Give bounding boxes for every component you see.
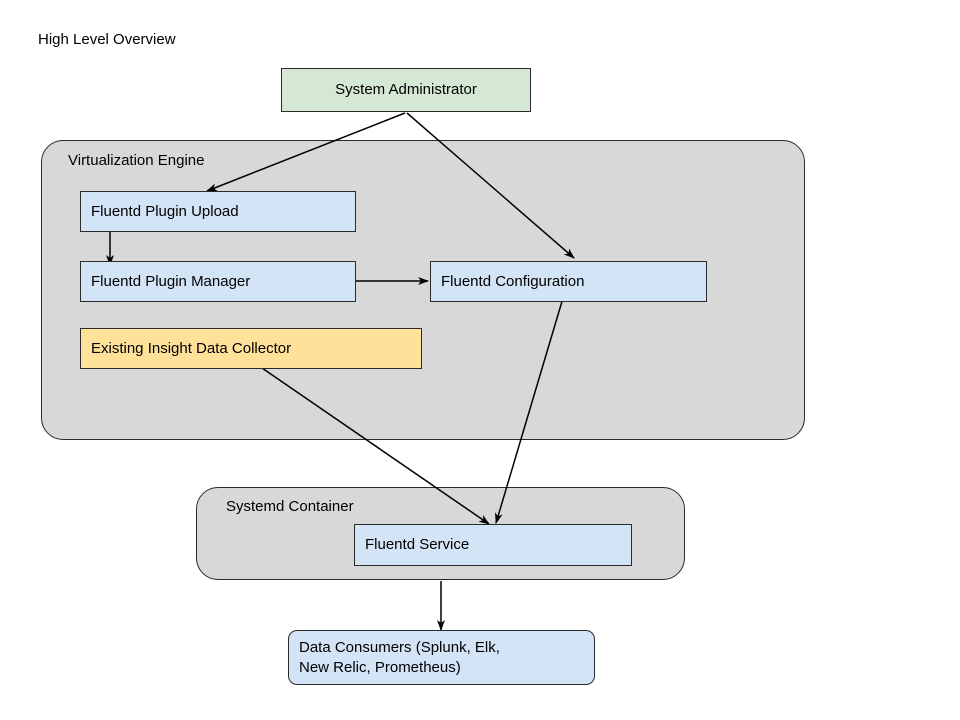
group-label-systemd-container: Systemd Container	[226, 498, 354, 515]
node-label-fluentd-plugin-manager: Fluentd Plugin Manager	[91, 272, 251, 290]
node-system-administrator[interactable]: System Administrator	[281, 68, 531, 112]
node-label-existing-insight-data-collector: Existing Insight Data Collector	[91, 339, 292, 357]
group-label-virtualization-engine: Virtualization Engine	[68, 152, 205, 169]
node-data-consumers[interactable]: Data Consumers (Splunk, Elk, New Relic, …	[288, 630, 595, 685]
node-fluentd-configuration[interactable]: Fluentd Configuration	[430, 261, 707, 302]
node-label-fluentd-configuration: Fluentd Configuration	[441, 272, 585, 290]
node-label-data-consumers: Data Consumers (Splunk, Elk, New Relic, …	[299, 638, 500, 676]
node-fluentd-plugin-upload[interactable]: Fluentd Plugin Upload	[80, 191, 356, 232]
node-fluentd-service[interactable]: Fluentd Service	[354, 524, 632, 566]
node-fluentd-plugin-manager[interactable]: Fluentd Plugin Manager	[80, 261, 356, 302]
node-existing-insight-data-collector[interactable]: Existing Insight Data Collector	[80, 328, 422, 369]
node-label-system-administrator: System Administrator	[335, 81, 477, 99]
node-label-fluentd-service: Fluentd Service	[365, 536, 470, 554]
node-label-fluentd-plugin-upload: Fluentd Plugin Upload	[91, 202, 239, 220]
page-title: High Level Overview	[38, 31, 176, 48]
